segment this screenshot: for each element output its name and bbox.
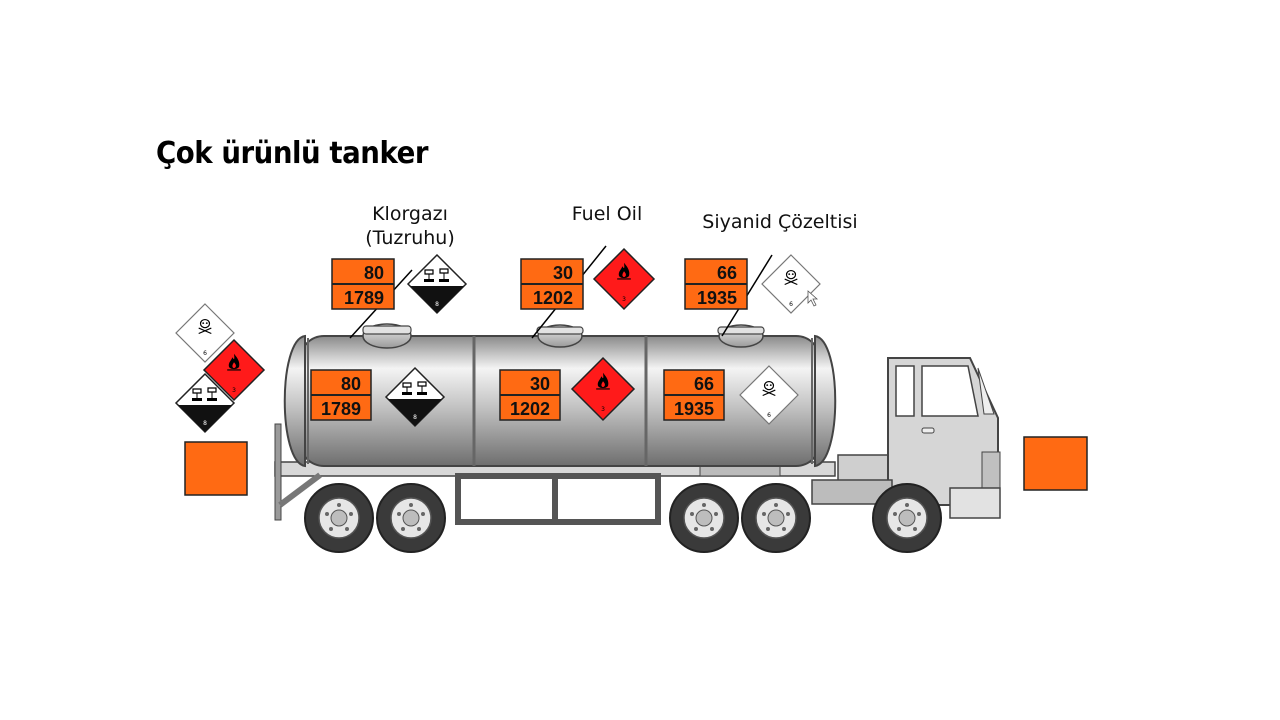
wheel-4 — [741, 483, 811, 553]
hazard-id-text: 30 — [553, 263, 573, 283]
class-digit: 3 — [622, 296, 626, 303]
wheel-5 — [872, 483, 942, 553]
wheel-2 — [376, 483, 446, 553]
orange-plate-top-1: 80 1789 — [331, 258, 395, 310]
class-digit: 3 — [601, 406, 605, 413]
orange-plate-tank-1: 80 1789 — [310, 369, 372, 421]
toxic-diamond-tank: 6 — [739, 365, 799, 425]
slide-title: Çok ürünlü tanker — [156, 136, 429, 171]
un-number-text: 1202 — [510, 399, 550, 419]
class-digit: 6 — [203, 350, 207, 357]
flammable-diamond-tank: 3 — [570, 356, 636, 422]
class-digit: 8 — [413, 414, 417, 421]
dome-1 — [362, 323, 412, 349]
flammable-diamond-rear: 3 — [202, 338, 266, 402]
wheel-3 — [669, 483, 739, 553]
caption-fuel-oil: Fuel Oil — [571, 203, 643, 225]
un-number-text: 1789 — [321, 399, 361, 419]
un-number-text: 1789 — [344, 288, 384, 308]
un-number-text: 1935 — [674, 399, 714, 419]
hazard-id-text: 66 — [694, 374, 714, 394]
orange-plate-tank-3: 66 1935 — [663, 369, 725, 421]
wheel-1 — [304, 483, 374, 553]
class-digit: 8 — [435, 301, 439, 308]
hazard-id-text: 80 — [364, 263, 384, 283]
hazard-id-text: 66 — [717, 263, 737, 283]
dome-2 — [536, 324, 584, 348]
corrosive-diamond-top: 8 — [406, 253, 468, 315]
blank-plate-rear — [184, 441, 248, 496]
flammable-diamond-top: 3 — [592, 247, 656, 311]
toxic-diamond-rear: 6 — [175, 303, 235, 363]
corrosive-diamond-tank: 8 — [384, 366, 446, 428]
corrosive-diamond-rear: 8 — [174, 372, 236, 434]
hazard-id-text: 80 — [341, 374, 361, 394]
cursor-icon — [807, 290, 819, 307]
caption-siyanid: Siyanid Çözeltisi — [702, 211, 858, 233]
hazard-id-text: 30 — [530, 374, 550, 394]
orange-plate-tank-2: 30 1202 — [499, 369, 561, 421]
class-digit: 8 — [203, 420, 207, 427]
blank-plate-front — [1023, 436, 1088, 491]
toxic-diamond-top: 6 — [761, 254, 821, 314]
truck-cab — [811, 357, 1001, 519]
orange-plate-top-3: 66 1935 — [684, 258, 748, 310]
un-number-text: 1202 — [533, 288, 573, 308]
dome-3 — [717, 324, 765, 348]
orange-plate-top-2: 30 1202 — [520, 258, 584, 310]
class-digit: 6 — [789, 301, 793, 308]
caption-klorgazi: Klorgazı (Tuzruhu) — [365, 203, 455, 249]
class-digit: 3 — [232, 387, 236, 394]
un-number-text: 1935 — [697, 288, 737, 308]
class-digit: 6 — [767, 412, 771, 419]
